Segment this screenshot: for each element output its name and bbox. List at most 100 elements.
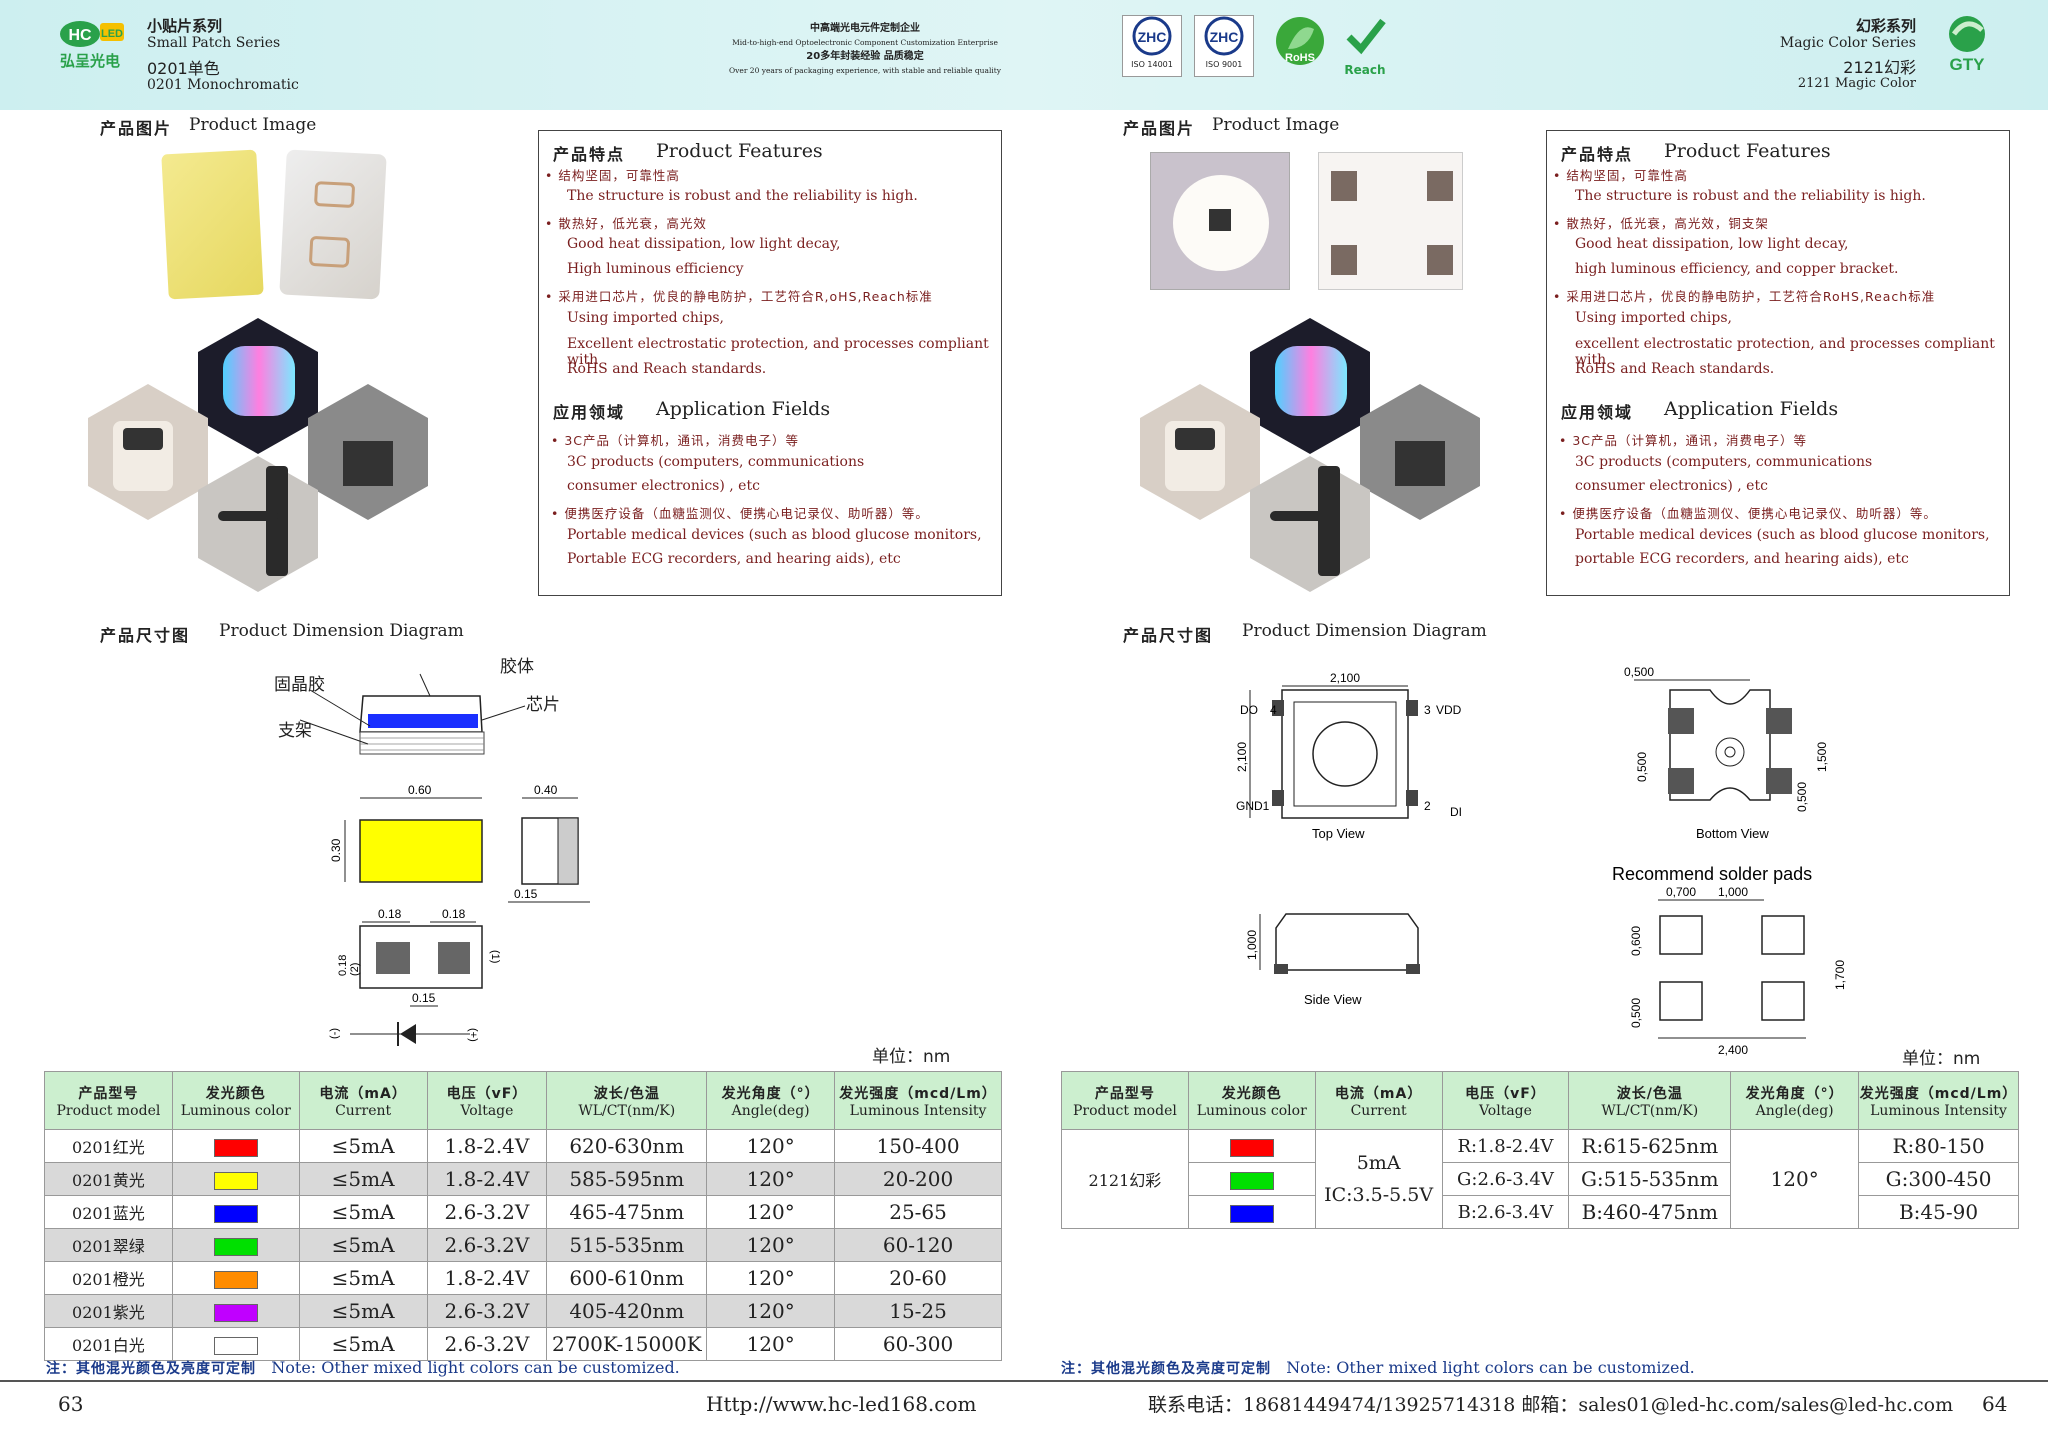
label-die-glue: 固晶胶	[274, 675, 325, 694]
rt-int-g: G:300-450	[1858, 1162, 2019, 1196]
pin2-label: (2)	[349, 963, 361, 976]
left-dimension-cn: 产品尺寸图	[100, 626, 191, 645]
left-features-title-cn: 产品特点	[553, 145, 626, 164]
cell-wl: 600-610nm	[546, 1261, 708, 1295]
cell-color	[171, 1195, 300, 1229]
cell-model: 0201蓝光	[44, 1195, 173, 1229]
right-product-image-cn: 产品图片	[1123, 119, 1196, 138]
cell-intensity: 20-60	[834, 1261, 1002, 1295]
cell-wl: 2700K-15000K	[546, 1327, 708, 1361]
cell-intensity: 25-65	[834, 1195, 1002, 1229]
right-app-title-cn: 应用领域	[1561, 403, 1634, 422]
cell-current: ≤5mA	[298, 1261, 428, 1295]
col-angle: 发光角度（°）Angle(deg)	[1730, 1071, 1860, 1130]
cell-voltage: 2.6-3.2V	[426, 1294, 548, 1328]
right-application-collage	[1140, 318, 1480, 592]
svg-text:LED: LED	[101, 28, 123, 40]
right-feature-2-en-1: Good heat dissipation, low light decay,	[1575, 236, 1849, 252]
cell-model: 0201橙光	[44, 1261, 173, 1295]
pin-do: DO	[1240, 703, 1258, 717]
left-feature-2-cn: • 散热好，低光衰，高光效	[545, 216, 707, 231]
left-dimension-en: Product Dimension Diagram	[219, 621, 464, 641]
right-app-1-en-1: 3C products (computers, communications	[1575, 454, 1873, 470]
website-link[interactable]: Http://www.hc-led168.com	[706, 1392, 977, 1416]
pin-di: DI	[1450, 805, 1462, 819]
left-feature-3-cn: • 采用进口芯片，优良的静电防护，工艺符合R,oHS,Reach标准	[545, 289, 933, 304]
header-slogan: 中高端光电元件定制企业 Mid-to-high-end Optoelectron…	[700, 22, 1030, 78]
left-product-image-cn: 产品图片	[100, 119, 173, 138]
right-features-title-en: Product Features	[1664, 140, 1831, 162]
left-led-photo-front	[161, 149, 264, 300]
pad-dim3: 0,600	[1629, 926, 1643, 956]
left-feature-1-en-1: The structure is robust and the reliabil…	[567, 188, 918, 204]
plus-label: (+)	[467, 1028, 479, 1042]
left-app-title-cn: 应用领域	[553, 403, 626, 422]
left-page-number: 63	[58, 1392, 84, 1416]
col-current: 电流（mA）Current	[1314, 1071, 1443, 1130]
col-angle: 发光角度（°）Angle(deg)	[706, 1071, 836, 1130]
cell-wl: 515-535nm	[546, 1228, 708, 1262]
rt-wl-b: B:460-475nm	[1568, 1195, 1732, 1229]
table-row: G:2.6-3.4V G:515-535nm G:300-450	[1062, 1162, 2019, 1196]
pad-dim6: 2,400	[1718, 1043, 1748, 1057]
right-feature-1-en-1: The structure is robust and the reliabil…	[1575, 188, 1926, 204]
cell-intensity: 60-120	[834, 1228, 1002, 1262]
footer-rule	[0, 1380, 2048, 1382]
label-chip: 芯片	[526, 695, 560, 714]
col-current: 电流（mA）Current	[298, 1071, 428, 1130]
color-swatch	[1229, 1204, 1274, 1223]
left-series-cn: 小贴片系列	[147, 17, 223, 35]
dim-side: 0.40	[534, 783, 558, 797]
right-feature-3-en-2: excellent electrostatic protection, and …	[1575, 336, 1995, 368]
pad-dim4: 1,700	[1833, 960, 1847, 990]
left-features-box: 产品特点 Product Features • 结构坚固，可靠性高 The st…	[538, 130, 1002, 596]
color-swatch	[213, 1270, 258, 1289]
dim-pad2: 0.18	[442, 907, 466, 921]
left-note: 注：其他混光颜色及亮度可定制 Note: Other mixed light c…	[46, 1358, 680, 1377]
cell-color	[171, 1294, 300, 1328]
check-icon	[1346, 18, 1386, 55]
left-feature-3-en-3: RoHS and Reach standards.	[567, 361, 767, 377]
left-app-title-en: Application Fields	[656, 398, 831, 420]
left-dimension-diagram: 胶体 固晶胶 芯片 支架 0.60 0.30 0.40 0.15 0.18 0.…	[274, 657, 590, 1046]
rohs-leaf-icon: RoHS	[1276, 17, 1324, 65]
cell-angle: 120°	[706, 1261, 836, 1295]
pin-3: 3	[1424, 703, 1431, 717]
label-bracket: 支架	[278, 721, 312, 740]
bv-dim3: 0,500	[1635, 752, 1649, 782]
dim-pad-h: 0.18	[337, 955, 349, 976]
cell-intensity: 150-400	[834, 1129, 1002, 1163]
left-feature-1-cn: • 结构坚固，可靠性高	[545, 168, 680, 183]
cell-color	[171, 1261, 300, 1295]
color-swatch	[1229, 1138, 1274, 1157]
cell-color	[171, 1129, 300, 1163]
cell-angle: 120°	[706, 1195, 836, 1229]
cell-wl: 465-475nm	[546, 1195, 708, 1229]
cell-voltage: 2.6-3.2V	[426, 1327, 548, 1361]
svg-text:RoHS: RoHS	[1285, 52, 1315, 64]
cell-angle: 120°	[706, 1129, 836, 1163]
bv-dim5: 1,500	[1815, 742, 1829, 772]
right-unit: 单位：nm	[1902, 1049, 1981, 1069]
rt-voltage-g: G:2.6-3.4V	[1441, 1162, 1570, 1196]
col-voltage: 电压（vF）Voltage	[426, 1071, 548, 1130]
right-dimension-diagram: 2,100 2,100 DO 4 3 VDD GND1 2 DI Top Vie…	[1235, 665, 1847, 1057]
cert-reach: Reach	[1340, 15, 1390, 77]
col-intensity: 发光强度（mcd/Lm）Luminous Intensity	[834, 1071, 1002, 1130]
recommend-label: Recommend solder pads	[1612, 864, 1812, 884]
cell-voltage: 1.8-2.4V	[426, 1162, 548, 1196]
rt-voltage-b: B:2.6-3.4V	[1441, 1195, 1570, 1229]
cell-current: ≤5mA	[298, 1327, 428, 1361]
right-model-en: 2121 Magic Color	[1797, 76, 1916, 91]
cell-angle: 120°	[706, 1162, 836, 1196]
